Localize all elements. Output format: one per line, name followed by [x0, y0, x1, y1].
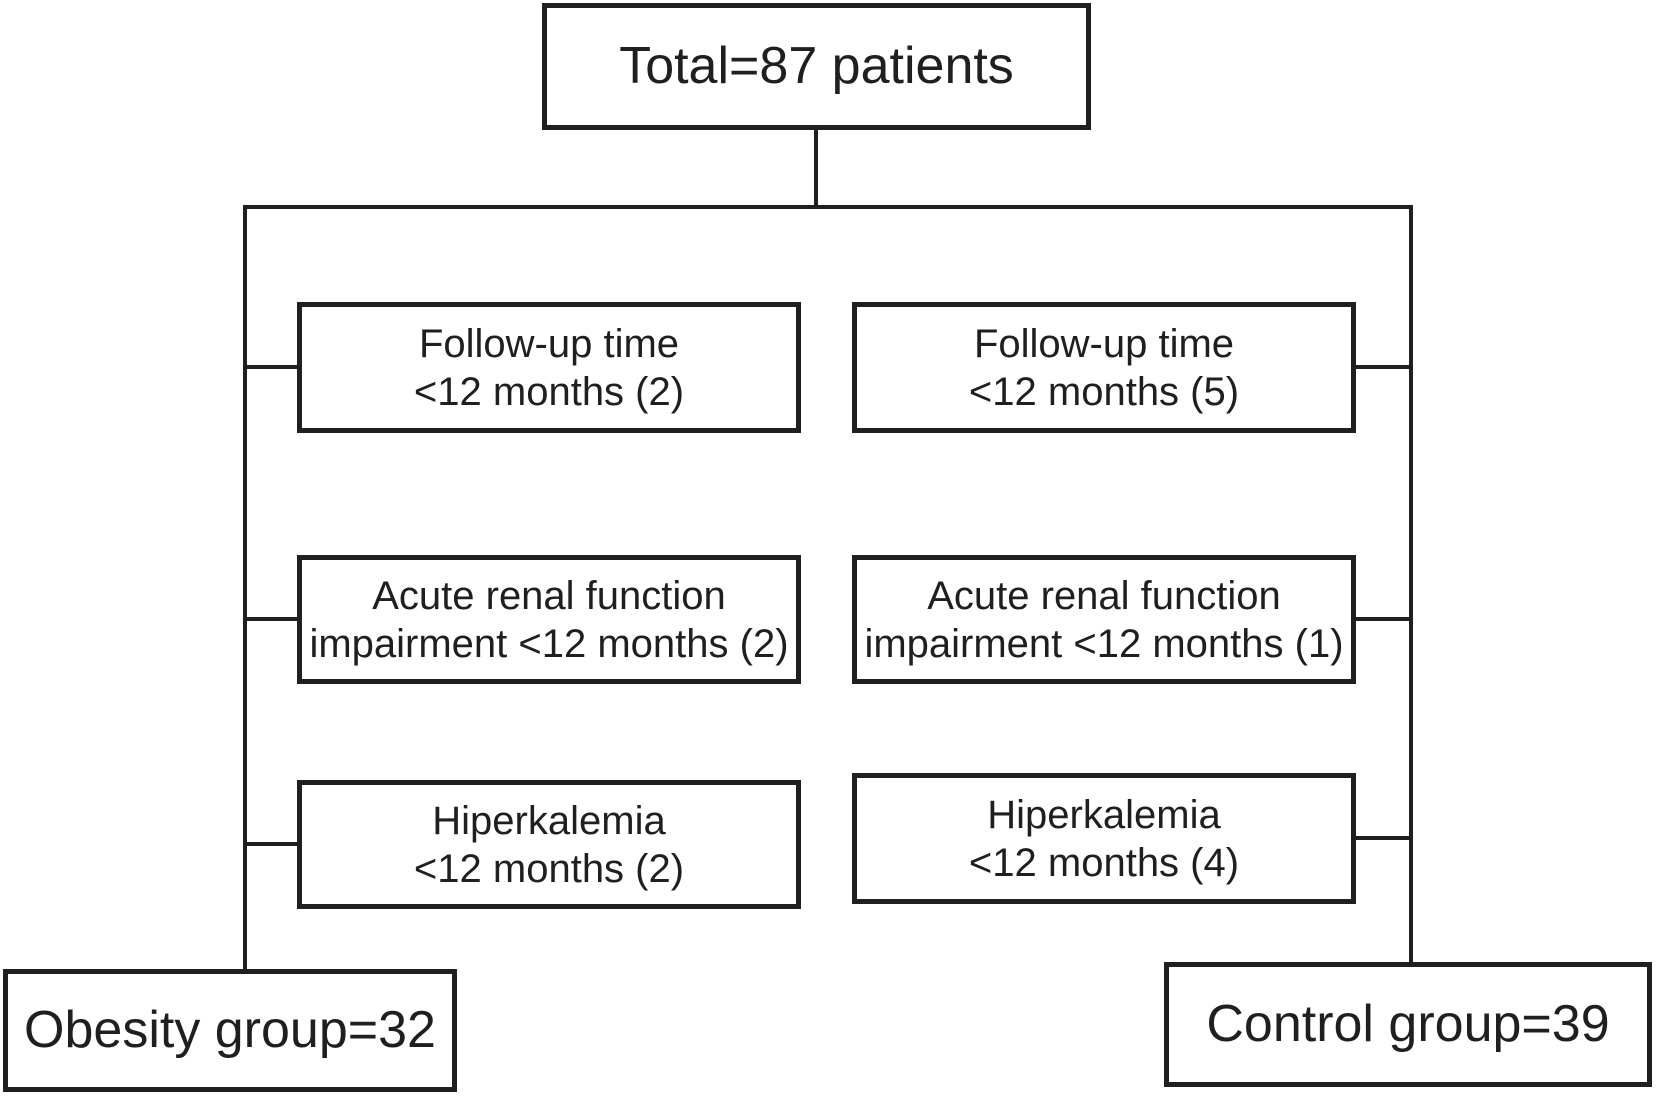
connector-right-branch	[1409, 205, 1413, 964]
exclusion-label-line2: <12 months (5)	[968, 369, 1240, 414]
exclusion-box-right-followup: Follow-up time <12 months (5)	[852, 302, 1356, 433]
exclusion-box-left-hiperkalemia: Hiperkalemia <12 months (2)	[297, 780, 801, 909]
exclusion-label-line2: impairment <12 months (2)	[309, 621, 789, 666]
connector-total-to-bracket	[814, 130, 818, 207]
exclusion-label-line2: impairment <12 months (1)	[864, 621, 1344, 666]
connector-left-exclusion-3	[243, 842, 299, 846]
obesity-group-box: Obesity group=32	[3, 969, 457, 1092]
connector-right-exclusion-1	[1354, 365, 1411, 369]
exclusion-label-line1: Acute renal function	[372, 573, 726, 618]
total-patients-box: Total=87 patients	[542, 3, 1091, 130]
exclusion-label-line1: Acute renal function	[927, 573, 1281, 618]
exclusion-label-line2: <12 months (4)	[968, 840, 1240, 885]
exclusion-label-line1: Hiperkalemia	[987, 792, 1221, 837]
control-group-box: Control group=39	[1164, 962, 1652, 1087]
connector-right-exclusion-2	[1354, 617, 1411, 621]
exclusion-label-line1: Follow-up time	[973, 321, 1235, 366]
exclusion-label-line1: Hiperkalemia	[432, 798, 666, 843]
control-group-label: Control group=39	[1206, 994, 1610, 1053]
total-patients-label: Total=87 patients	[619, 36, 1014, 95]
exclusion-box-left-followup: Follow-up time <12 months (2)	[297, 302, 801, 433]
exclusion-box-right-hiperkalemia: Hiperkalemia <12 months (4)	[852, 773, 1356, 904]
connector-left-branch	[243, 205, 247, 971]
obesity-group-label: Obesity group=32	[24, 1000, 436, 1059]
exclusion-box-right-renal: Acute renal function impairment <12 mont…	[852, 555, 1356, 684]
exclusion-label-line2: <12 months (2)	[413, 369, 685, 414]
exclusion-box-left-renal: Acute renal function impairment <12 mont…	[297, 555, 801, 684]
connector-right-exclusion-3	[1354, 836, 1411, 840]
exclusion-label-line1: Follow-up time	[418, 321, 680, 366]
connector-left-exclusion-2	[243, 617, 299, 621]
connector-left-exclusion-1	[243, 365, 299, 369]
connector-top-bracket	[243, 205, 1413, 209]
exclusion-label-line2: <12 months (2)	[413, 846, 685, 891]
